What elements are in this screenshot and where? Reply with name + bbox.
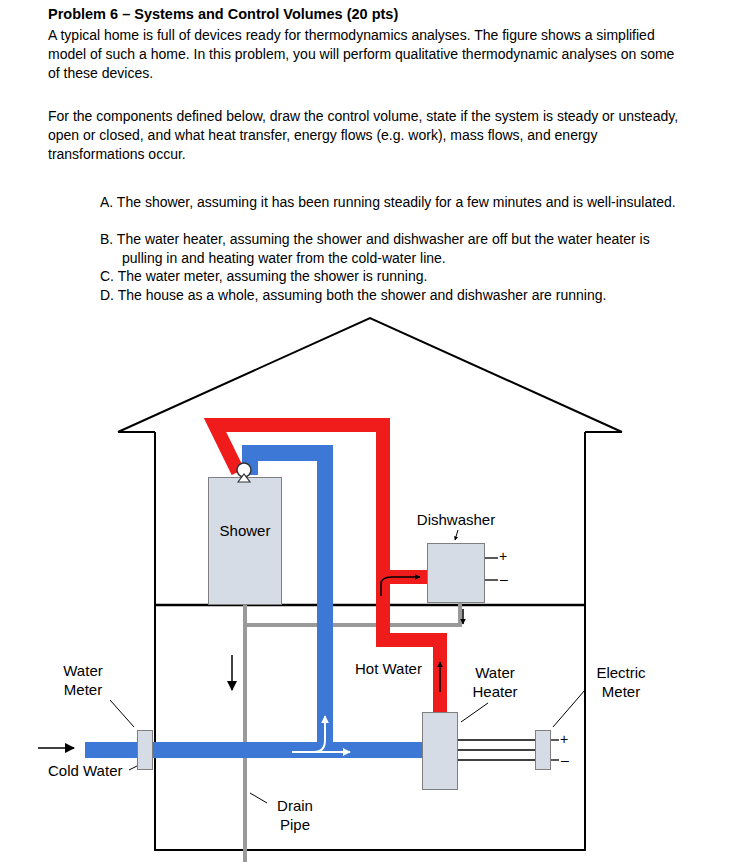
flow-arrow: [462, 609, 464, 624]
problem-title: Problem 6 – Systems and Control Volumes …: [48, 6, 708, 22]
flow-arrow: [439, 662, 441, 692]
leader-line: [461, 703, 488, 722]
terminal-sign: +: [499, 548, 507, 564]
roof: [118, 318, 622, 432]
wire: [485, 557, 498, 558]
pipe-label: Cold Water: [48, 761, 122, 780]
drain-pipe: [245, 603, 460, 625]
water-heater-box: Water Heater: [422, 712, 458, 790]
dishwasher-box: Dishwasher: [427, 543, 485, 603]
pipe-label: Hot Water: [353, 659, 424, 678]
flow-arrow: [231, 655, 233, 690]
water-meter-box: Water Meter: [137, 730, 153, 770]
box-outline: [422, 712, 458, 790]
flow-arrow: [381, 577, 420, 596]
list-item: B. The water heater, assuming the shower…: [100, 230, 690, 267]
leader-line: [129, 766, 137, 770]
eave: [585, 431, 622, 433]
electric-meter-box: Electric Meter: [535, 730, 551, 770]
wire: [458, 759, 535, 760]
leader-line: [553, 690, 585, 727]
drain-pipe: [243, 605, 247, 862]
list-item: A. The shower, assuming it has been runn…: [100, 193, 690, 212]
leader-line: [455, 530, 458, 540]
cold-water-pipe: [85, 742, 140, 758]
wire: [458, 739, 535, 740]
pipe-label: Drain Pipe: [270, 796, 320, 834]
shower-box: Shower: [208, 477, 282, 605]
paragraph: For the components defined below, draw t…: [48, 107, 688, 164]
paragraph: A typical home is full of devices ready …: [48, 26, 688, 83]
wire: [485, 579, 498, 580]
box-outline: [535, 730, 551, 770]
terminal-sign: –: [500, 571, 508, 587]
shower-head: [237, 463, 251, 477]
box-outline: [208, 477, 282, 605]
component-label: Water Heater: [462, 663, 528, 701]
box-outline: [137, 730, 153, 770]
flow-arrow: [314, 716, 325, 752]
leader-line: [250, 793, 267, 803]
terminal-sign: –: [561, 752, 569, 768]
cold-water-pipe: [153, 453, 325, 750]
leader-line: [110, 700, 134, 727]
list-item: C. The water meter, assuming the shower …: [100, 267, 690, 286]
terminal-sign: +: [560, 731, 568, 747]
component-label: Water Meter: [53, 661, 113, 699]
component-label: Shower: [198, 521, 292, 540]
wire: [458, 749, 535, 750]
eave: [118, 431, 155, 433]
wire: [551, 739, 559, 740]
component-label: Dishwasher: [397, 510, 515, 529]
house-wall: [155, 432, 585, 850]
wire: [551, 759, 559, 760]
box-outline: [427, 543, 485, 603]
component-label: Electric Meter: [585, 663, 657, 701]
list-item: D. The house as a whole, assuming both t…: [100, 286, 690, 305]
flow-arrow: [292, 751, 350, 753]
flow-arrow: [38, 747, 74, 749]
